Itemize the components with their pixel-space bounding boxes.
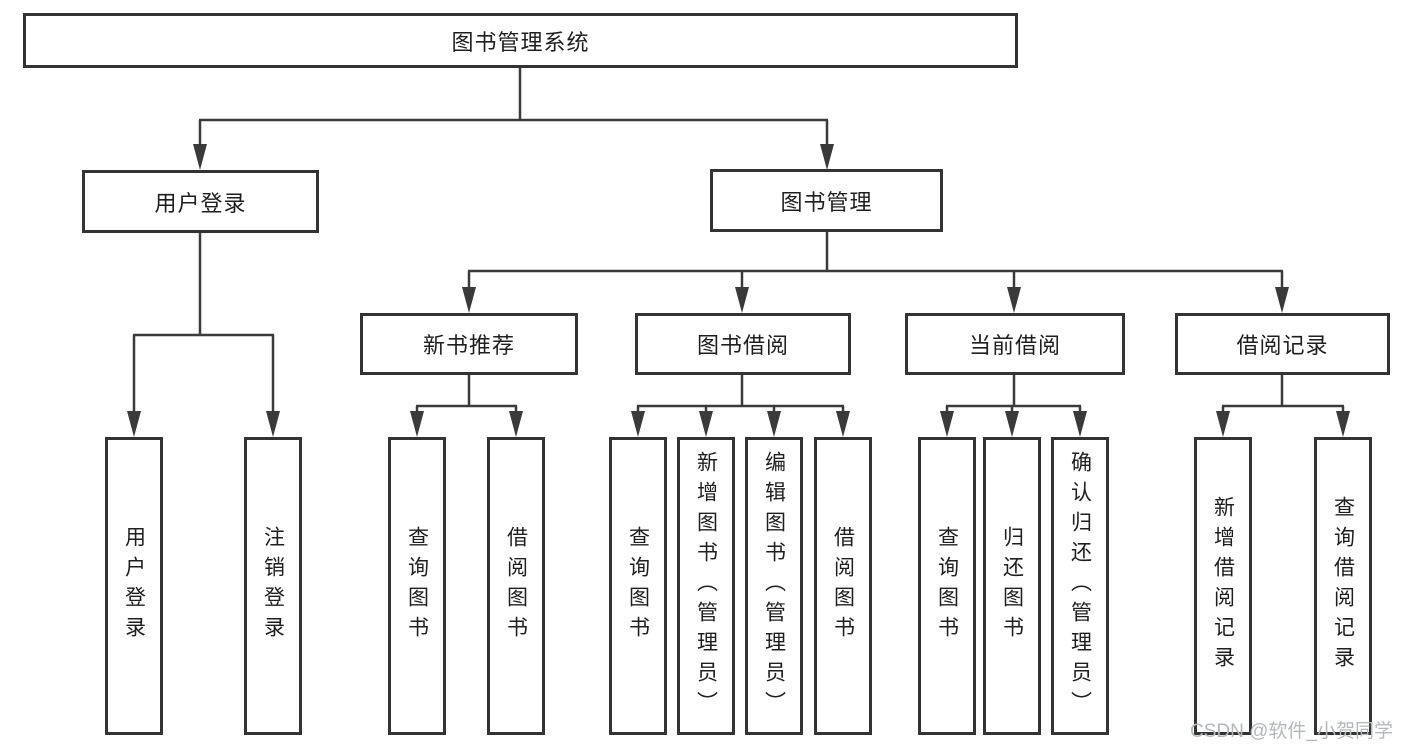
leaf-br-add-record-label: 新增借阅记录 <box>1211 496 1235 676</box>
node-new-book-recommend: 新书推荐 <box>360 313 578 375</box>
node-user-login: 用户登录 <box>82 170 319 233</box>
leaf-br-add-record: 新增借阅记录 <box>1194 437 1252 735</box>
leaf-bb-borrow-books-label: 借阅图书 <box>831 526 855 646</box>
leaf-nr-borrow-books: 借阅图书 <box>487 437 545 735</box>
node-new-book-recommend-label: 新书推荐 <box>422 333 515 358</box>
leaf-user-login-label: 用户登录 <box>122 526 146 646</box>
leaf-bb-edit-book-admin-label: 编辑图书（管理员） <box>762 451 786 721</box>
leaf-cb-confirm-return-admin: 确认归还（管理员） <box>1051 437 1109 735</box>
leaf-br-query-record: 查询借阅记录 <box>1314 437 1372 735</box>
watermark: CSDN @软件_小贺同学 <box>1190 721 1393 742</box>
node-book-borrow-label: 图书借阅 <box>696 333 789 358</box>
node-current-borrow-label: 当前借阅 <box>968 333 1061 358</box>
leaf-br-query-record-label: 查询借阅记录 <box>1331 496 1355 676</box>
leaf-bb-edit-book-admin: 编辑图书（管理员） <box>745 437 803 735</box>
node-book-management: 图书管理 <box>710 169 943 232</box>
leaf-logout-label: 注销登录 <box>261 526 285 646</box>
leaf-user-login: 用户登录 <box>105 437 163 735</box>
leaf-bb-query-books-label: 查询图书 <box>626 526 650 646</box>
leaf-cb-query-books: 查询图书 <box>918 437 976 735</box>
leaf-cb-return-books-label: 归还图书 <box>1000 526 1024 646</box>
leaf-nr-borrow-books-label: 借阅图书 <box>504 526 528 646</box>
leaf-logout: 注销登录 <box>244 437 302 735</box>
node-root-system: 图书管理系统 <box>23 13 1018 68</box>
leaf-cb-query-books-label: 查询图书 <box>935 526 959 646</box>
leaf-bb-query-books: 查询图书 <box>609 437 667 735</box>
leaf-bb-borrow-books: 借阅图书 <box>814 437 872 735</box>
leaf-nr-query-books-label: 查询图书 <box>405 526 429 646</box>
arrowheads <box>127 144 1350 437</box>
leaf-cb-confirm-return-admin-label: 确认归还（管理员） <box>1068 451 1092 721</box>
node-book-borrow: 图书借阅 <box>635 313 851 375</box>
node-borrow-records-label: 借阅记录 <box>1236 333 1329 358</box>
node-borrow-records: 借阅记录 <box>1175 313 1390 375</box>
node-user-login-label: 用户登录 <box>154 190 247 216</box>
leaf-nr-query-books: 查询图书 <box>388 437 446 735</box>
node-book-management-label: 图书管理 <box>780 189 873 215</box>
leaf-bb-add-book-admin-label: 新增图书（管理员） <box>694 451 718 721</box>
leaf-bb-add-book-admin: 新增图书（管理员） <box>677 437 735 735</box>
leaf-cb-return-books: 归还图书 <box>983 437 1041 735</box>
node-current-borrow: 当前借阅 <box>905 313 1125 375</box>
node-root-label: 图书管理系统 <box>451 29 590 55</box>
